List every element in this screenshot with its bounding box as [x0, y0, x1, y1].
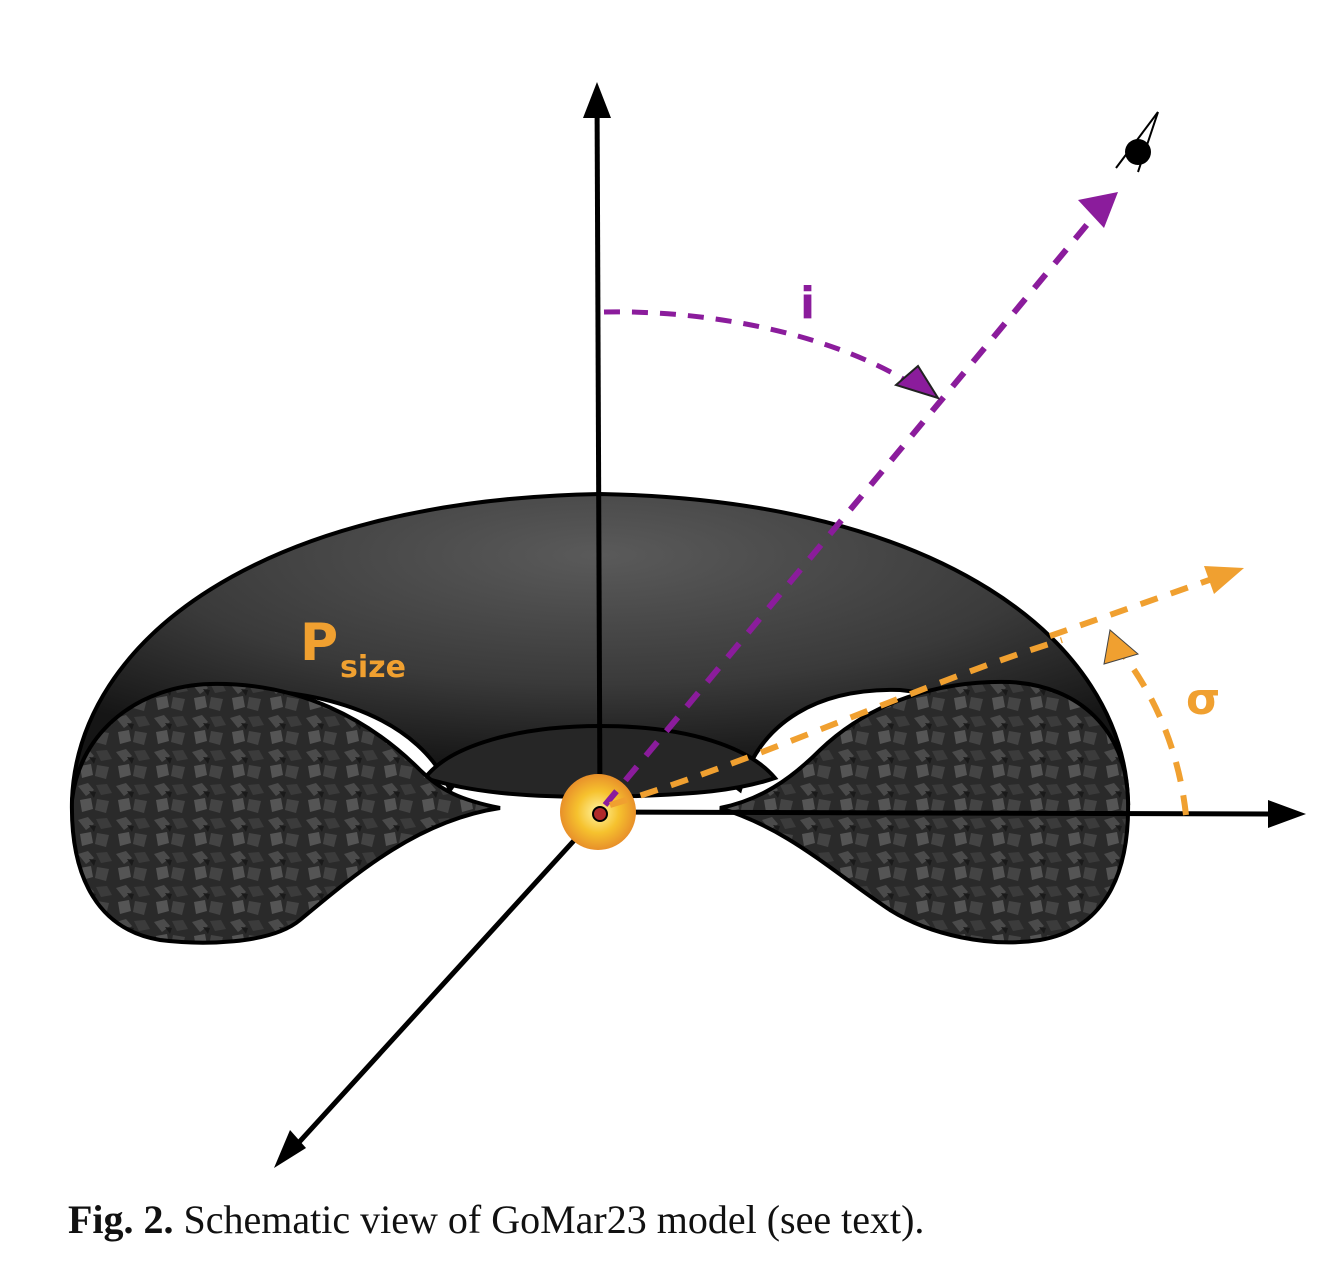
opening-angle-arc — [1115, 646, 1189, 816]
torus-opening-line — [609, 637, 1063, 808]
inclination-label: i — [800, 278, 815, 329]
inclination-arc — [603, 309, 907, 383]
size-label: P — [300, 613, 338, 673]
z-axis — [594, 89, 603, 813]
x-axis — [599, 809, 1291, 817]
torus-left-section — [69, 681, 501, 945]
torus-model-diagram: i σ P size — [69, 82, 1306, 1168]
caption-label: Fig. 2. — [68, 1197, 174, 1242]
size-label-subscript: size — [340, 650, 406, 685]
caption-text: Schematic view of GoMar23 model (see tex… — [173, 1197, 925, 1242]
opening-angle-label: σ — [1186, 674, 1220, 725]
opening-angle-direction — [1049, 575, 1216, 639]
observer-eye-icon — [1115, 111, 1159, 173]
figure-caption: Fig. 2. Schematic view of GoMar23 model … — [68, 1196, 1308, 1243]
y-axis — [290, 810, 602, 1152]
